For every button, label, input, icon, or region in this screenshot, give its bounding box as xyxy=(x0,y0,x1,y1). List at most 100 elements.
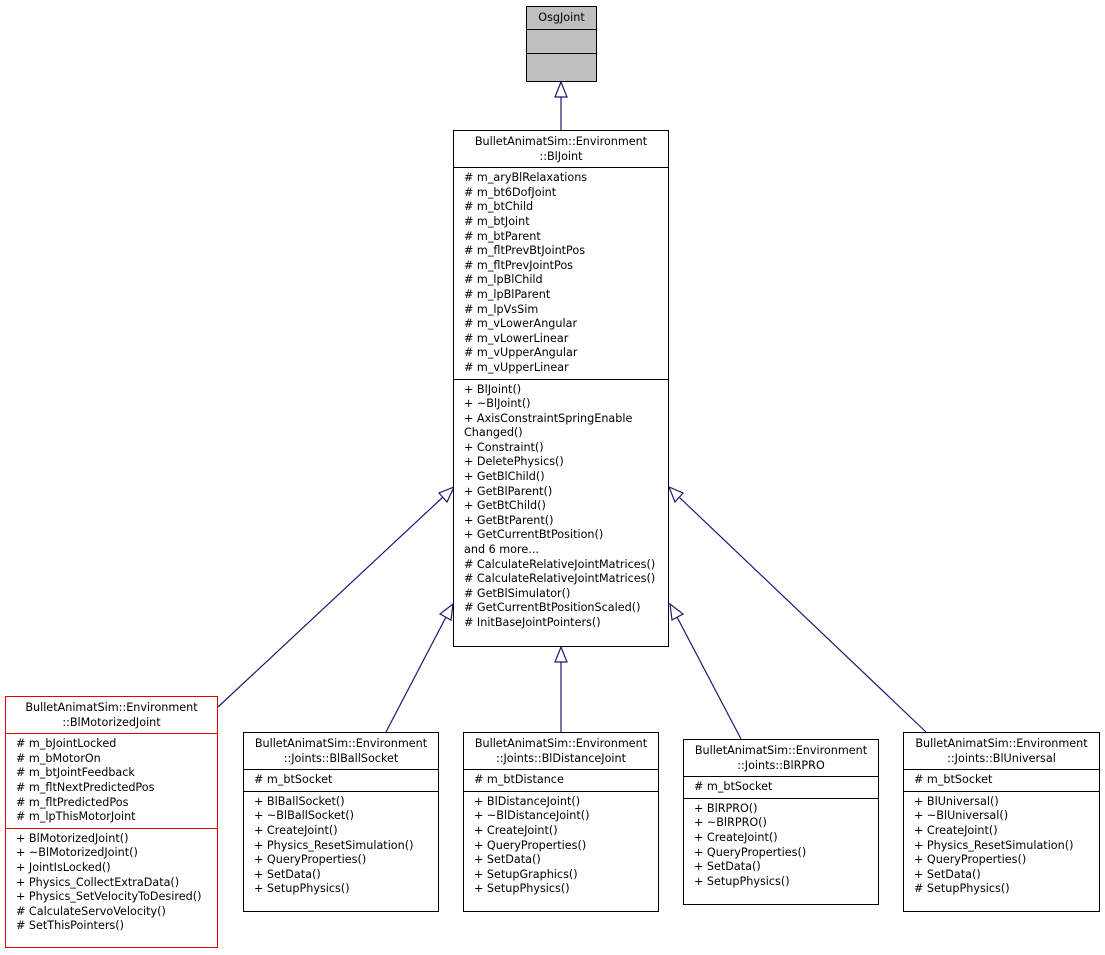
operation-line: + ~BlUniversal() xyxy=(914,809,1009,823)
attribute-line: # m_fltPredictedPos xyxy=(16,795,129,809)
title-line: ::BlJoint xyxy=(539,149,583,163)
operation-line: + ~BlBallSocket() xyxy=(254,809,355,823)
title-line: ::Joints::BlRPRO xyxy=(737,758,825,772)
edge-bldistance-to-bljoint xyxy=(554,645,568,732)
operation-line: + BlBallSocket() xyxy=(254,794,345,808)
class-title: BulletAnimatSim::Environment::BlJoint xyxy=(454,131,668,167)
class-osgjoint[interactable]: OsgJoint xyxy=(526,6,597,82)
attributes-section: # m_aryBlRelaxations# m_bt6DofJoint # m_b… xyxy=(454,167,668,378)
class-blmotorized[interactable]: BulletAnimatSim::Environment::BlMotorize… xyxy=(5,696,218,948)
operations-section: + BlBallSocket()+ ~BlBallSocket()+ Creat… xyxy=(244,790,438,900)
attributes-section: # m_btSocket xyxy=(684,776,878,798)
operation-line: + SetupGraphics() xyxy=(474,867,578,881)
class-bljoint[interactable]: BulletAnimatSim::Environment::BlJoint # … xyxy=(453,130,669,647)
class-title: BulletAnimatSim::Environment::BlMotorize… xyxy=(6,697,217,733)
operation-line: + GetBlChild() xyxy=(464,470,545,484)
title-line: BulletAnimatSim::Environment xyxy=(474,135,648,148)
operation-line: + SetupPhysics() xyxy=(254,882,350,896)
operation-line: + ~BlJoint() xyxy=(464,397,531,411)
operation-line: + DeletePhysics() xyxy=(464,455,564,469)
operation-line: + Physics_CollectExtraData() xyxy=(16,875,180,889)
title-line: BulletAnimatSim::Environment xyxy=(915,737,1088,750)
operation-line: + CreateJoint() xyxy=(474,823,558,837)
attributes-section: # m_btDistance xyxy=(464,769,658,791)
edge-bluniversal-to-bljoint xyxy=(667,485,927,733)
attribute-line: # m_btSocket xyxy=(914,773,993,787)
attribute-line: # m_vLowerLinear xyxy=(464,331,569,345)
operation-line: + BlDistanceJoint() xyxy=(474,794,581,808)
operation-line: # GetBlSimulator() xyxy=(464,586,571,600)
attribute-line: # m_bMotorOn xyxy=(16,751,101,765)
attribute-line: # m_bJointLocked xyxy=(16,737,117,751)
operations-section: + BlRPRO()+ ~BlRPRO()+ CreateJoint()+ Qu… xyxy=(684,797,878,893)
class-blballsocket[interactable]: BulletAnimatSim::Environment::Joints::Bl… xyxy=(243,732,439,912)
operation-line: # SetupPhysics() xyxy=(914,882,1010,896)
class-title: BulletAnimatSim::Environment::Joints::Bl… xyxy=(904,733,1099,769)
operation-line: + BlRPRO() xyxy=(694,801,758,815)
operation-line: + QueryProperties() xyxy=(254,853,367,867)
attribute-line: # m_bt6DofJoint xyxy=(464,185,557,199)
operations-section: + BlMotorizedJoint()+ ~BlMotorizedJoint(… xyxy=(6,827,217,937)
operation-line: + SetData() xyxy=(254,867,321,881)
operation-line: + BlUniversal() xyxy=(914,794,999,808)
class-title: OsgJoint xyxy=(527,7,596,29)
class-blrpro[interactable]: BulletAnimatSim::Environment::Joints::Bl… xyxy=(683,739,879,905)
class-bluniversal[interactable]: BulletAnimatSim::Environment::Joints::Bl… xyxy=(903,732,1100,912)
operation-line: + Physics_SetVelocityToDesired() xyxy=(16,890,202,904)
attribute-line: # m_btParent xyxy=(464,229,541,243)
attribute-line: # m_lpBlChild xyxy=(464,273,543,287)
attribute-line: # m_btJoint xyxy=(464,214,530,228)
operation-line: + GetBtParent() xyxy=(464,513,554,527)
operation-line: + Physics_ResetSimulation() xyxy=(914,838,1074,852)
attribute-line: # m_btJointFeedback xyxy=(16,766,135,780)
operation-line: + BlMotorizedJoint() xyxy=(16,831,129,845)
edge-blmotorized-to-bljoint xyxy=(217,485,456,708)
attribute-line: # m_aryBlRelaxations xyxy=(464,171,588,185)
operation-line: + CreateJoint() xyxy=(694,830,778,844)
title-line: ::Joints::BlUniversal xyxy=(947,751,1056,765)
attribute-line: # m_btSocket xyxy=(254,773,333,787)
operation-line: + GetBtChild() xyxy=(464,499,546,513)
class-title: BulletAnimatSim::Environment::Joints::Bl… xyxy=(464,733,658,769)
operations-section: + BlUniversal()+ ~BlUniversal()+ CreateJ… xyxy=(904,790,1099,900)
attributes-section xyxy=(527,28,596,53)
attributes-section: # m_bJointLocked# m_bMotorOn# m_btJointF… xyxy=(6,733,217,828)
class-title: BulletAnimatSim::Environment::Joints::Bl… xyxy=(684,740,878,776)
class-bldistance[interactable]: BulletAnimatSim::Environment::Joints::Bl… xyxy=(463,732,659,912)
operation-line: + SetData() xyxy=(694,860,761,874)
operation-line: + ~BlMotorizedJoint() xyxy=(16,846,138,860)
title-line: BulletAnimatSim::Environment xyxy=(25,701,198,714)
operation-line: Changed() xyxy=(464,426,523,440)
title-line: ::Joints::BlBallSocket xyxy=(283,751,399,765)
edge-bljoint-to-osgjoint xyxy=(554,80,568,130)
attribute-line: # m_btSocket xyxy=(694,780,773,794)
operation-line: # CalculateServoVelocity() xyxy=(16,904,166,918)
attribute-line: # m_vLowerAngular xyxy=(464,317,578,331)
operation-line: + Constraint() xyxy=(464,440,544,454)
operation-line: + SetupPhysics() xyxy=(694,874,790,888)
operation-line: + GetBlParent() xyxy=(464,484,553,498)
attribute-line: # m_fltPrevJointPos xyxy=(464,258,574,272)
operation-line: + BlJoint() xyxy=(464,382,522,396)
attributes-section: # m_btSocket xyxy=(904,769,1099,791)
title-line: OsgJoint xyxy=(538,11,585,24)
operation-line: # SetThisPointers() xyxy=(16,919,124,933)
operation-line: + ~BlRPRO() xyxy=(694,816,767,830)
edge-blballsocket-to-bljoint xyxy=(385,602,454,733)
title-line: BulletAnimatSim::Environment xyxy=(694,744,868,757)
attribute-line: # m_btDistance xyxy=(474,773,564,787)
operation-line: + AxisConstraintSpringEnable xyxy=(464,411,633,425)
operations-section: + BlJoint()+ ~BlJoint()+ AxisConstraintS… xyxy=(454,378,668,634)
operations-section: + BlDistanceJoint()+ ~BlDistanceJoint()+… xyxy=(464,790,658,900)
attribute-line: # m_vUpperAngular xyxy=(464,346,578,360)
operation-line: # CalculateRelativeJointMatrices() xyxy=(464,557,656,571)
operation-line: # InitBaseJointPointers() xyxy=(464,616,601,629)
title-line: ::BlMotorizedJoint xyxy=(62,715,161,729)
operation-line: and 6 more... xyxy=(464,543,539,557)
operation-line: + CreateJoint() xyxy=(254,823,338,837)
attribute-line: # m_fltPrevBtJointPos xyxy=(464,244,586,258)
operation-line: + GetCurrentBtPosition() xyxy=(464,528,604,542)
title-line: ::Joints::BlDistanceJoint xyxy=(495,751,627,765)
operation-line: + Physics_ResetSimulation() xyxy=(254,838,414,852)
